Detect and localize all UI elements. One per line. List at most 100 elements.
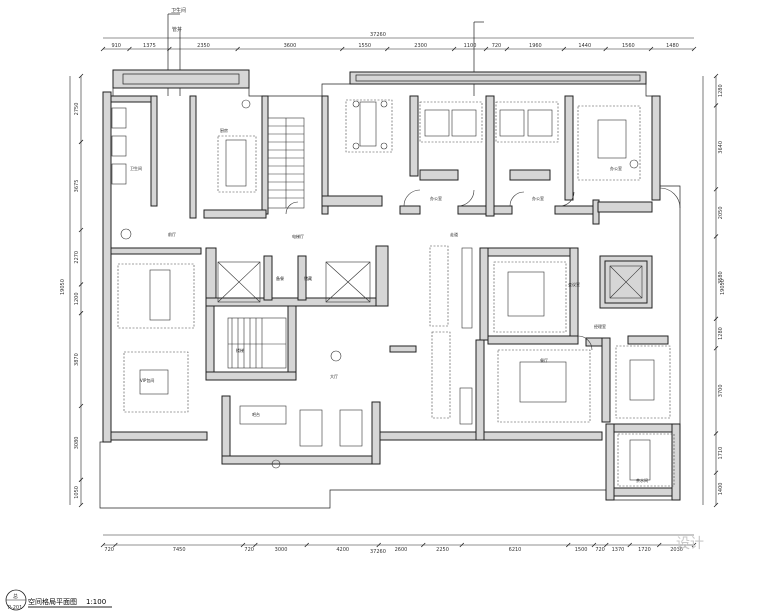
bottom-dim-tick [565,542,571,548]
drawing-scale: 1:100 [86,598,106,606]
building-outline [99,69,681,509]
top-dim-segment-label: 1480 [666,43,679,49]
drawing-title: 空间格局平面图 [28,597,77,606]
room-office-2: 办公室 [532,195,544,201]
room-corridor: 走道 [450,231,458,237]
room-elevator-hall: 电梯厅 [292,233,304,239]
right-dim-tick [713,316,719,322]
bottom-dim-segment-label: 2600 [395,547,408,553]
bottom-dim-segment-label: 7450 [173,547,186,553]
right-dim-tick [713,502,719,508]
elevator-shafts [217,261,643,303]
stair-upper [267,117,305,209]
right-dim-segment-label: 1280 [718,84,724,97]
left-dim-tick [78,139,84,145]
left-dim-segment-label: 3675 [74,180,80,193]
room-kitchen: 厨房 [220,127,228,133]
room-tea: 茶水间 [636,477,648,483]
top-dim-tick [603,46,608,52]
bottom-dim-tick [591,542,597,548]
bottom-dim-tick [627,542,633,548]
title-block: 总 P-201 空间格局平面图 1:100 [5,589,112,611]
top-dim-segment-label: 2300 [414,43,427,49]
bottom-dim-segment-label: 720 [244,547,254,553]
room-office-1: 办公室 [430,195,442,201]
right-dim-tick [713,345,719,351]
top-dim-tick [384,46,390,52]
top-dim-tick [483,46,489,52]
right-dim-segment-label: 1280 [718,327,724,340]
top-dim-tick [127,46,132,52]
room-office-3: 办公室 [610,165,622,171]
room-vip: VIP包间 [140,377,154,383]
left-overall-dim: 19050 [60,279,66,295]
interior-walls [110,95,669,465]
sheet-prefix: 总 [13,593,18,600]
top-dim-tick [100,46,106,52]
bottom-dim-segment-label: 6210 [509,547,522,553]
left-dim-tick [78,403,84,409]
right-dim-tick [713,73,719,79]
bottom-dim-tick [420,542,426,548]
bottom-dim-segment-label: 720 [104,547,114,553]
left-dim-segment-label: 1050 [74,486,80,499]
right-dim-segment-label: 3700 [718,384,724,397]
bottom-dim-segment-label: 2250 [436,547,449,553]
right-dim-segment-label: 1710 [718,447,724,460]
top-dim-tick [504,46,510,52]
top-dim-segment-label: 2350 [197,43,210,49]
leader-wc: 卫生间 [171,7,186,14]
room-stair: 楼梯 [236,347,244,353]
sheet-number: P-201 [8,605,22,611]
leader-shaft: 管井 [172,26,182,33]
left-dim-segment-label: 3870 [74,353,80,366]
top-dim-segment-label: 720 [492,43,502,49]
room-dining: 餐厅 [540,357,548,363]
right-dim-tick [713,186,719,192]
top-dim-segment-label: 1440 [578,43,591,49]
bottom-dim-segment-label: 1720 [638,547,651,553]
bottom-dim-segment-label: 3000 [275,547,288,553]
left-dim-tick [78,227,84,233]
right-dim-tick [713,470,719,476]
bottom-dim-tick [240,542,246,548]
top-dim-segment-label: 910 [111,43,121,49]
room-hall: 大厅 [330,373,338,379]
left-dim-tick [78,73,84,79]
room-wc: 卫生间 [130,165,142,171]
top-dim-segment-label: 1100 [464,43,477,49]
top-dim-segment-label: 1560 [622,43,635,49]
top-dim-tick [561,46,567,52]
furniture [111,99,675,487]
top-dim-segment-label: 1960 [529,43,542,49]
right-overall-dim: 19050 [720,279,726,295]
left-dim-segment-label: 1200 [74,292,80,305]
top-dim-segment-label: 1550 [358,43,371,49]
bottom-dim-tick [691,542,697,548]
room-manager: 经理室 [594,323,606,329]
left-dim-tick [78,282,84,287]
bottom-dim-segment-label: 2030 [670,547,683,553]
right-dim-tick [713,103,719,108]
right-dim-segment-label: 3640 [718,141,724,154]
room-lobby: 前厅 [168,231,176,237]
top-dim-tick [339,46,345,52]
right-dim-segment-label: 1400 [718,483,724,496]
room-labels: 厨房 办公室 办公室 办公室 电梯厅 走道 前厅 VIP包间 会议室 楼梯 大厅… [130,127,648,483]
bottom-dim-segment-label: 720 [595,547,605,553]
room-bar: 吧台 [252,411,260,417]
bottom-dim-tick [113,542,118,548]
room-pantry: 备餐 [276,275,284,281]
left-dim-tick [78,477,84,483]
top-dim-tick [691,46,697,52]
right-dim-tick [713,234,719,239]
right-dim-segment-label: 3580 [718,271,724,284]
left-dim-segment-label: 2750 [74,103,80,116]
stair-lower [227,317,287,369]
bottom-dim-segment-label: 1500 [575,547,588,553]
bottom-dim-segment-label: 1370 [612,547,625,553]
bottom-dim-tick [100,542,106,548]
